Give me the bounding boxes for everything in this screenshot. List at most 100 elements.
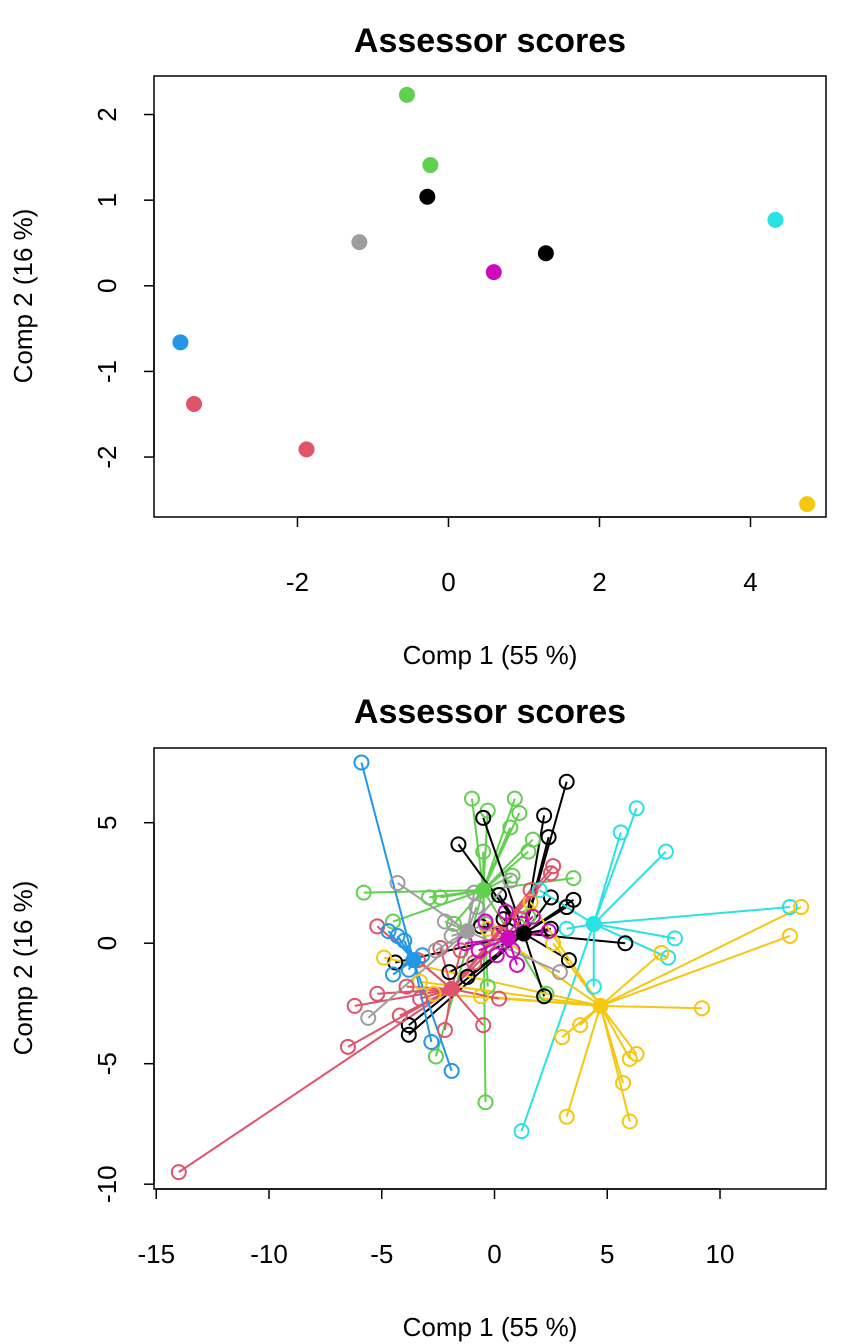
cluster-link xyxy=(600,906,802,1007)
y-tick-label: 0 xyxy=(92,936,122,950)
plot-area xyxy=(170,754,810,1181)
sample-point xyxy=(585,978,602,995)
sample-point xyxy=(421,889,438,906)
sample-point xyxy=(572,1017,589,1034)
sample-point xyxy=(495,911,512,928)
sample-point xyxy=(450,836,467,853)
sample-point xyxy=(621,1050,638,1067)
sample-point xyxy=(400,1017,417,1034)
sample-point xyxy=(558,899,575,916)
y-tick-label: 0 xyxy=(92,279,122,293)
assessor-point xyxy=(351,234,368,251)
assessor-center xyxy=(443,980,460,997)
cluster-link xyxy=(520,923,595,1132)
sample-point xyxy=(628,800,645,817)
x-tick-label: -10 xyxy=(250,1239,288,1269)
chart-title: Assessor scores xyxy=(354,22,626,60)
cluster-link xyxy=(433,992,601,1007)
x-axis-label: Comp 1 (55 %) xyxy=(403,640,578,670)
cluster-link xyxy=(482,850,529,891)
cluster-link xyxy=(412,959,453,1072)
sample-point xyxy=(369,985,386,1002)
assessor-center xyxy=(500,930,517,947)
sample-point xyxy=(781,899,798,916)
assessor-point xyxy=(186,395,203,412)
chart-title: Assessor scores xyxy=(354,693,626,731)
sample-point xyxy=(432,889,449,906)
sample-point xyxy=(339,1038,356,1055)
cluster-link xyxy=(599,1005,631,1060)
cluster-link xyxy=(482,798,516,891)
sample-point xyxy=(506,790,523,807)
assessor-point xyxy=(537,245,554,262)
sample-point xyxy=(436,1021,453,1038)
x-tick-label: -2 xyxy=(286,567,309,597)
sample-point xyxy=(502,872,519,889)
sample-point xyxy=(425,985,442,1002)
assessor-center xyxy=(585,915,602,932)
cluster-link xyxy=(412,959,433,1043)
sample-point xyxy=(536,988,553,1005)
sample-point xyxy=(653,944,670,961)
sample-point xyxy=(459,968,476,985)
cluster-link xyxy=(523,932,626,945)
sample-point xyxy=(412,973,429,990)
sample-point xyxy=(477,913,494,930)
assessor-point xyxy=(422,157,439,174)
sample-point xyxy=(400,1026,417,1043)
cluster-link xyxy=(600,935,791,1007)
sample-point xyxy=(475,843,492,860)
assessor-point xyxy=(398,86,415,103)
sample-point xyxy=(389,874,406,891)
cluster-link xyxy=(482,838,534,891)
sample-point xyxy=(565,870,582,887)
sample-point xyxy=(488,947,505,964)
x-tick-label: 10 xyxy=(706,1239,735,1269)
assessor-point xyxy=(298,441,315,458)
cluster-link xyxy=(593,922,676,940)
sample-point xyxy=(542,889,559,906)
sample-point xyxy=(551,964,568,981)
sample-point xyxy=(509,956,526,973)
assessor-center xyxy=(592,997,609,1014)
y-axis-label: Comp 2 (16 %) xyxy=(8,881,38,1056)
sample-point xyxy=(472,988,489,1005)
x-tick-label: -15 xyxy=(137,1239,175,1269)
sample-point xyxy=(502,819,519,836)
x-tick-label: 0 xyxy=(487,1239,501,1269)
cluster-link xyxy=(592,832,622,925)
cluster-link xyxy=(467,930,561,974)
sample-point xyxy=(615,1074,632,1091)
sample-point xyxy=(445,915,462,932)
sample-point xyxy=(513,1123,530,1140)
sample-point xyxy=(477,1094,494,1111)
sample-point xyxy=(621,1113,638,1130)
x-axis-label: Comp 1 (55 %) xyxy=(403,1312,578,1342)
sample-point xyxy=(558,773,575,790)
sample-point xyxy=(511,805,528,822)
cluster-link xyxy=(354,987,452,1007)
x-tick-label: -5 xyxy=(370,1239,393,1269)
cluster-link xyxy=(552,942,602,1007)
cluster-link xyxy=(523,906,568,935)
sample-point xyxy=(497,903,514,920)
sample-point xyxy=(443,927,460,944)
y-tick-label: -5 xyxy=(92,1052,122,1075)
sample-point xyxy=(545,858,562,875)
y-tick-label: 1 xyxy=(92,193,122,207)
y-tick-label: -1 xyxy=(92,360,122,383)
sample-point xyxy=(540,829,557,846)
sample-point xyxy=(781,927,798,944)
sample-point xyxy=(560,952,577,969)
sample-point xyxy=(693,1000,710,1017)
sample-point xyxy=(554,1029,571,1046)
sample-point xyxy=(793,899,810,916)
cluster-link xyxy=(522,933,546,997)
sample-point xyxy=(617,935,634,952)
sample-point xyxy=(475,809,492,826)
cluster-link xyxy=(593,850,667,925)
